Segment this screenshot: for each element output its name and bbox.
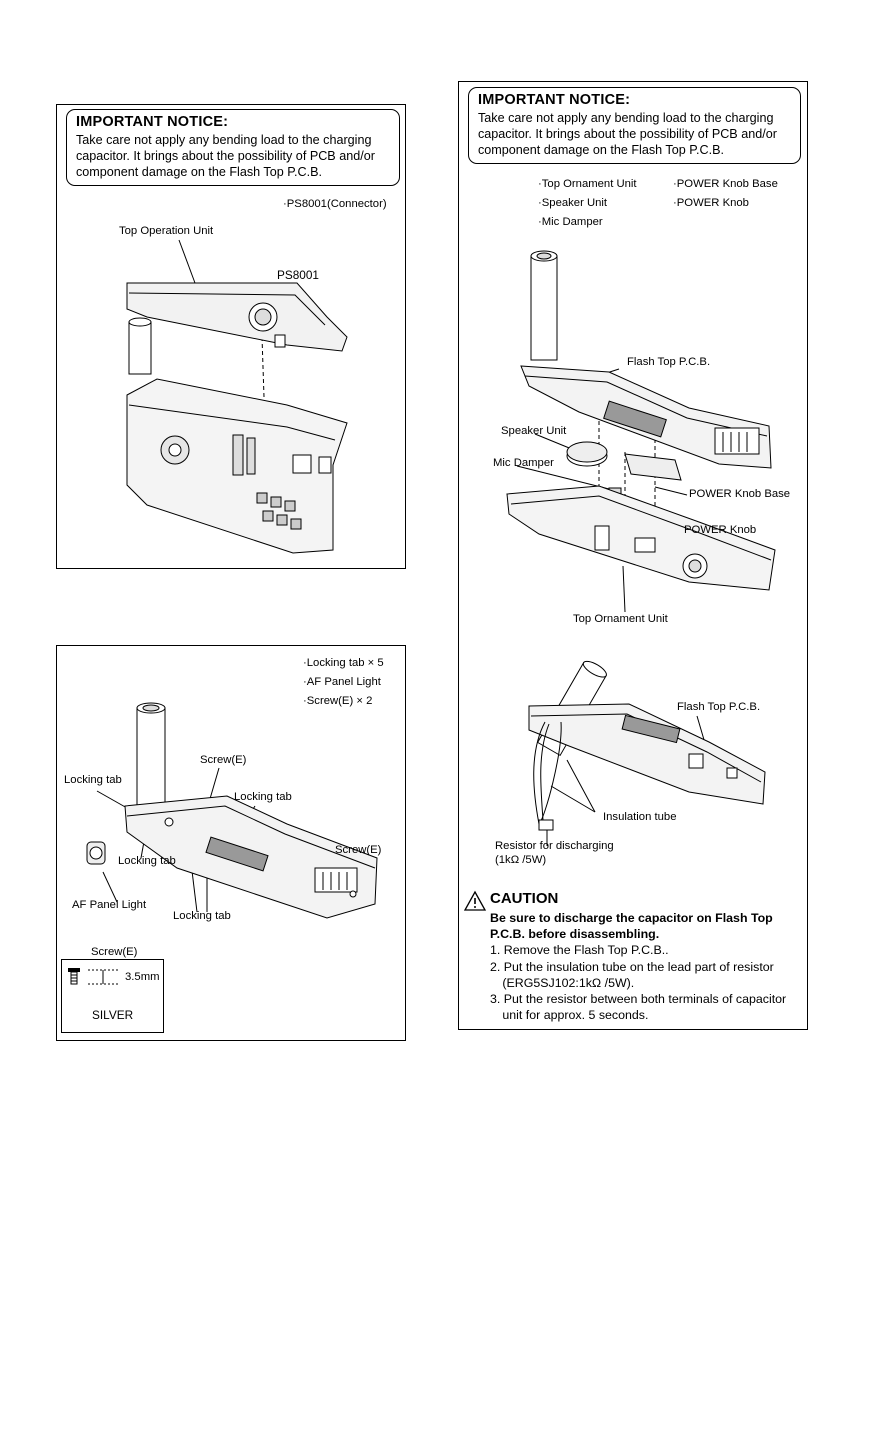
step-item-speaker-unit: ·Speaker Unit [538,197,608,209]
label-power-knob: POWER Knob [684,524,757,536]
panel-ps8001-removal: IMPORTANT NOTICE: Take care not apply an… [56,104,406,569]
exploded-view-top-ornament-unit [506,250,776,613]
label-top-ornament-unit: Top Ornament Unit [573,613,668,625]
label-locking-tab: Locking tab [173,910,231,922]
panel-flash-top-pcb-removal: IMPORTANT NOTICE: Take care not apply an… [458,81,808,1030]
screw-spec-table: Screw(E) 3.5mm SILVER [61,946,164,1033]
step-item-locking-tab: ·Locking tab × 5 [303,657,384,669]
notice-line: Take care not apply any bending load to … [76,133,372,147]
discharge-diagram [528,660,766,846]
label-flash-top-pcb: Flash Top P.C.B. [627,356,711,368]
label-resistor-for-discharging: Resistor for discharging [495,840,614,852]
important-notice-box: IMPORTANT NOTICE: Take care not apply an… [66,109,400,186]
step-item-screw-e: ·Screw(E) × 2 [303,695,373,707]
caution-step: 2. Put the insulation tube on the lead p… [490,959,774,974]
caution-warning-line: P.C.B. before disassembling. [490,927,660,942]
screw-finish: SILVER [92,1008,134,1022]
warning-triangle-icon [463,890,487,911]
notice-title: IMPORTANT NOTICE: [76,114,229,130]
label-screw-e: Screw(E) [200,754,247,766]
screw-size: 3.5mm [125,971,160,983]
caution-step: 3. Put the resistor between both termina… [490,992,787,1007]
caution-text: Be sure to discharge the capacitor on Fl… [490,910,786,1023]
exploded-view-top-operation-unit [126,239,348,554]
step-item-power-knob: ·POWER Knob [673,197,749,209]
screw-spec-header: Screw(E) [89,946,140,958]
label-ps8001: PS8001 [277,268,319,282]
notice-line: capacitor. It brings about the possibili… [76,149,375,163]
notice-line: Take care not apply any bending load to … [478,111,774,125]
label-flash-top-pcb: Flash Top P.C.B. [677,701,761,713]
label-mic-damper: Mic Damper [493,457,554,469]
label-locking-tab: Locking tab [118,855,176,867]
step-item-mic-damper: ·Mic Damper [538,216,603,228]
screw-icon [68,968,118,985]
label-locking-tab: Locking tab [64,774,122,786]
caution-step: 1. Remove the Flash Top P.C.B.. [490,943,669,958]
label-locking-tab: Locking tab [234,791,292,803]
caution-step: (ERG5SJ102:1kΩ /5W). [490,975,635,990]
caution-step: unit for approx. 5 seconds. [490,1008,649,1023]
step-item-power-knob-base: ·POWER Knob Base [673,178,778,190]
label-screw-e: Screw(E) [335,844,382,856]
exploded-view-flash-unit [86,702,378,919]
step-item-af-panel-light: ·AF Panel Light [303,676,381,688]
label-af-panel-light: AF Panel Light [72,899,147,911]
step-item-ps8001: ·PS8001(Connector) [283,198,387,210]
caution-title: CAUTION [490,890,559,907]
notice-title: IMPORTANT NOTICE: [478,92,631,108]
label-top-operation-unit: Top Operation Unit [119,225,214,237]
notice-line: component damage on the Flash Top P.C.B. [76,165,322,179]
label-resistor-rating: (1kΩ /5W) [495,854,547,866]
panel-af-panel-light-removal: ·Locking tab × 5 ·AF Panel Light ·Screw(… [56,645,406,1041]
step-item-top-ornament-unit: ·Top Ornament Unit [538,178,637,190]
caution-warning-line: Be sure to discharge the capacitor on Fl… [490,911,773,925]
label-power-knob-base: POWER Knob Base [689,488,791,500]
label-speaker-unit: Speaker Unit [501,425,567,437]
notice-line: component damage on the Flash Top P.C.B. [478,143,724,157]
label-insulation-tube: Insulation tube [603,811,677,823]
important-notice-box: IMPORTANT NOTICE: Take care not apply an… [468,87,801,164]
notice-line: capacitor. It brings about the possibili… [478,127,777,141]
